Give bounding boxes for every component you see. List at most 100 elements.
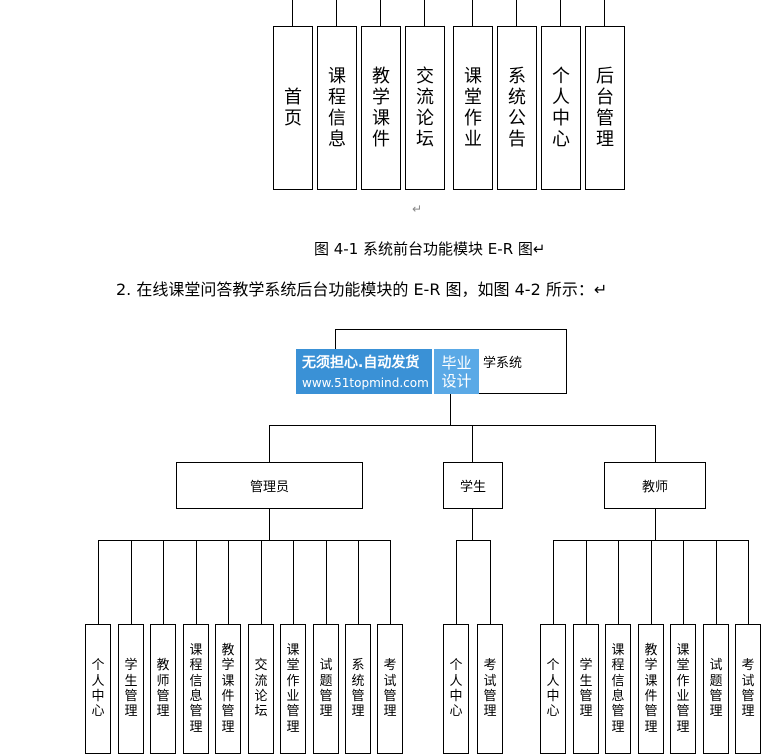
top-module-0-label: 首页 bbox=[284, 86, 302, 129]
teacher-leaf-4: 课堂作业管理 bbox=[670, 624, 696, 754]
teacher-connector bbox=[655, 425, 656, 462]
teacher-leaf-connector bbox=[683, 540, 684, 624]
admin-leaf-connector bbox=[98, 540, 99, 624]
teacher-down-connector bbox=[655, 509, 656, 540]
watermark-right-line2: 设计 bbox=[441, 371, 472, 390]
admin-leaf-4: 教学课件管理 bbox=[215, 624, 241, 754]
admin-leaf-6-label: 课堂作业管理 bbox=[286, 643, 300, 735]
top-module-connector bbox=[424, 0, 425, 26]
watermark-right-line1: 毕业 bbox=[441, 353, 472, 372]
admin-leaf-connector bbox=[196, 540, 197, 624]
role-student: 学生 bbox=[443, 462, 503, 509]
top-module-7: 后台管理 bbox=[585, 26, 625, 190]
teacher-leaf-connector bbox=[748, 540, 749, 624]
watermark-left: 无须担心.自动发货 www.51topmind.com bbox=[296, 349, 432, 394]
teacher-leaf-2-label: 课程信息管理 bbox=[611, 643, 625, 735]
admin-leaf-0: 个人中心 bbox=[85, 624, 111, 754]
student-leaf-1: 考试管理 bbox=[477, 624, 503, 754]
admin-leaf-bus bbox=[98, 540, 391, 541]
watermark-logo: 无须担心.自动发货 www.51topmind.com 毕业 设计 bbox=[296, 349, 479, 394]
admin-leaf-connector bbox=[293, 540, 294, 624]
admin-leaf-4-label: 教学课件管理 bbox=[221, 643, 235, 735]
top-module-4: 课堂作业 bbox=[453, 26, 493, 190]
teacher-leaf-5: 试题管理 bbox=[703, 624, 729, 754]
top-module-3-label: 交流论坛 bbox=[416, 65, 434, 151]
figure-caption-4-1: 图 4-1 系统前台功能模块 E-R 图↵ bbox=[314, 240, 546, 258]
top-module-connector bbox=[292, 0, 293, 26]
teacher-leaf-connector bbox=[586, 540, 587, 624]
teacher-leaf-connector bbox=[716, 540, 717, 624]
watermark-right: 毕业 设计 bbox=[432, 349, 479, 394]
top-module-3: 交流论坛 bbox=[405, 26, 445, 190]
admin-down-connector bbox=[269, 509, 270, 540]
teacher-leaf-3-label: 教学课件管理 bbox=[644, 643, 658, 735]
admin-leaf-connector bbox=[131, 540, 132, 624]
admin-leaf-7-label: 试题管理 bbox=[319, 658, 333, 720]
admin-leaf-0-label: 个人中心 bbox=[91, 658, 105, 720]
admin-leaf-6: 课堂作业管理 bbox=[280, 624, 306, 754]
admin-leaf-1: 学生管理 bbox=[118, 624, 144, 754]
student-leaf-connector bbox=[490, 540, 491, 624]
role-teacher: 教师 bbox=[604, 462, 706, 509]
teacher-leaf-6-label: 考试管理 bbox=[741, 658, 755, 720]
admin-leaf-2-label: 教师管理 bbox=[156, 658, 170, 720]
student-down-connector bbox=[472, 509, 473, 540]
top-module-connector bbox=[336, 0, 337, 26]
admin-leaf-connector bbox=[358, 540, 359, 624]
admin-leaf-connector bbox=[163, 540, 164, 624]
admin-leaf-5: 交流论坛 bbox=[248, 624, 274, 754]
admin-leaf-9-label: 考试管理 bbox=[383, 658, 397, 720]
watermark-slogan: 无须担心.自动发货 bbox=[302, 355, 420, 371]
admin-leaf-5-label: 交流论坛 bbox=[254, 658, 268, 720]
teacher-leaf-1-label: 学生管理 bbox=[579, 658, 593, 720]
top-module-2-label: 教学课件 bbox=[372, 65, 390, 151]
top-module-6-label: 个人中心 bbox=[552, 65, 570, 151]
teacher-leaf-connector bbox=[651, 540, 652, 624]
student-leaf-0-label: 个人中心 bbox=[449, 658, 463, 720]
teacher-leaf-0-label: 个人中心 bbox=[546, 658, 560, 720]
top-module-4-label: 课堂作业 bbox=[464, 65, 482, 151]
root-connector bbox=[450, 394, 451, 426]
student-leaf-1-label: 考试管理 bbox=[483, 658, 497, 720]
admin-leaf-connector bbox=[228, 540, 229, 624]
top-module-7-label: 后台管理 bbox=[596, 65, 614, 151]
top-module-0: 首页 bbox=[273, 26, 313, 190]
top-module-connector bbox=[380, 0, 381, 26]
top-module-5-label: 系统公告 bbox=[508, 65, 526, 151]
top-module-connector bbox=[516, 0, 517, 26]
root-system-label: 学系统 bbox=[482, 356, 522, 371]
top-module-connector bbox=[560, 0, 561, 26]
admin-leaf-9: 考试管理 bbox=[377, 624, 403, 754]
teacher-leaf-1: 学生管理 bbox=[573, 624, 599, 754]
top-module-connector bbox=[472, 0, 473, 26]
admin-leaf-connector bbox=[390, 540, 391, 624]
admin-leaf-1-label: 学生管理 bbox=[124, 658, 138, 720]
role-admin: 管理员 bbox=[176, 462, 363, 509]
top-module-1-label: 课程信息 bbox=[328, 65, 346, 151]
top-module-6: 个人中心 bbox=[541, 26, 581, 190]
admin-leaf-connector bbox=[261, 540, 262, 624]
student-leaf-0: 个人中心 bbox=[443, 624, 469, 754]
teacher-leaf-0: 个人中心 bbox=[540, 624, 566, 754]
teacher-leaf-6: 考试管理 bbox=[735, 624, 761, 754]
admin-leaf-8-label: 系统管理 bbox=[351, 658, 365, 720]
teacher-leaf-connector bbox=[553, 540, 554, 624]
admin-connector bbox=[269, 425, 270, 462]
teacher-leaf-3: 教学课件管理 bbox=[638, 624, 664, 754]
teacher-leaf-4-label: 课堂作业管理 bbox=[676, 643, 690, 735]
teacher-leaf-connector bbox=[618, 540, 619, 624]
teacher-leaf-5-label: 试题管理 bbox=[709, 658, 723, 720]
student-connector bbox=[472, 425, 473, 462]
paragraph-mark: ↵ bbox=[412, 202, 423, 216]
admin-leaf-3-label: 课程信息管理 bbox=[189, 643, 203, 735]
top-module-1: 课程信息 bbox=[317, 26, 357, 190]
admin-leaf-8: 系统管理 bbox=[345, 624, 371, 754]
admin-leaf-connector bbox=[326, 540, 327, 624]
top-module-5: 系统公告 bbox=[497, 26, 537, 190]
admin-leaf-2: 教师管理 bbox=[150, 624, 176, 754]
student-leaf-connector bbox=[456, 540, 457, 624]
student-leaf-bus bbox=[456, 540, 491, 541]
level2-bus bbox=[269, 425, 656, 426]
admin-leaf-3: 课程信息管理 bbox=[183, 624, 209, 754]
watermark-url: www.51topmind.com bbox=[302, 376, 429, 390]
